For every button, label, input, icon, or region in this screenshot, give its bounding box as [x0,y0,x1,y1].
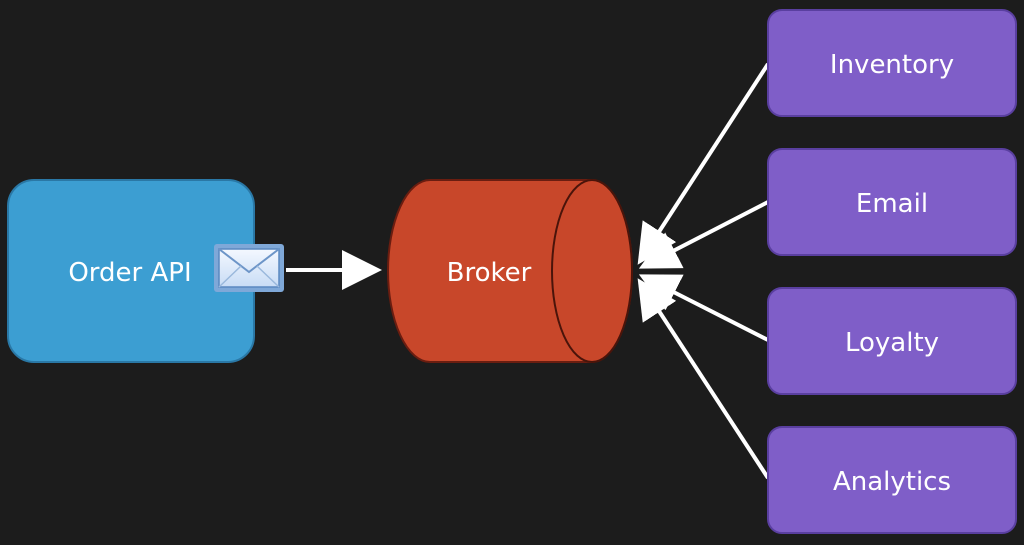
broker-end-cap [551,179,633,363]
arrow-analytics-to-broker [637,278,770,480]
consumer-label: Inventory [830,50,954,80]
broker-label: Broker [447,258,532,288]
consumer-loyalty: Loyalty [767,287,1017,395]
broker-node: Broker [387,179,633,363]
consumer-label: Analytics [833,467,951,497]
consumer-arrows [637,62,770,480]
arrow-loyalty-to-broker [638,274,769,342]
consumer-label: Loyalty [845,328,939,358]
producer-label: Order API [68,258,191,288]
consumer-email: Email [767,148,1017,256]
consumer-box [767,9,1017,117]
producer-node: Order API [7,179,255,363]
consumer-box [767,148,1017,256]
consumer-box [767,287,1017,395]
consumer-inventory: Inventory [767,9,1017,117]
consumer-analytics: Analytics [767,426,1017,534]
consumer-box [767,426,1017,534]
envelope-icon [214,244,284,292]
consumer-label: Email [856,189,928,219]
arrow-email-to-broker [638,200,769,269]
arrow-inventory-to-broker [637,62,770,265]
